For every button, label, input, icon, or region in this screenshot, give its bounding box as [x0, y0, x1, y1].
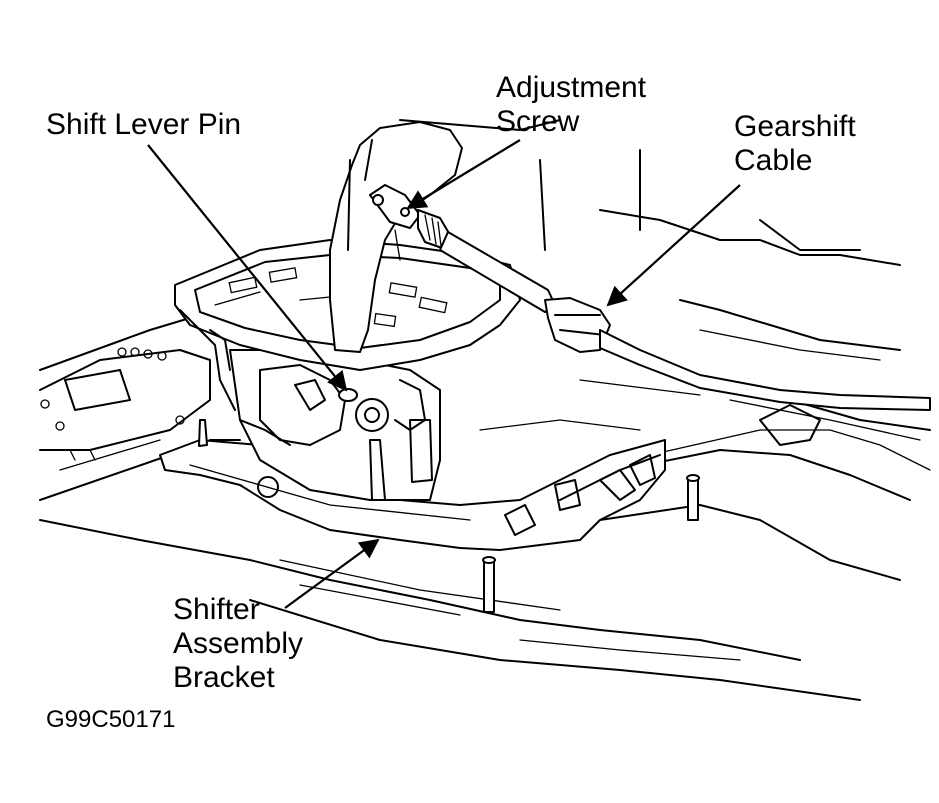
- console-panel: [399, 119, 901, 361]
- label-gearshift-cable-line1: Gearshift: [734, 110, 856, 143]
- shift-lever: [329, 121, 463, 353]
- label-shifter-assembly-bracket: Shifter Assembly Bracket: [173, 593, 303, 695]
- figure-code: G99C50171: [46, 706, 176, 733]
- label-gearshift-cable-line2: Cable: [734, 144, 813, 177]
- label-shifter-bracket-line3: Bracket: [173, 661, 275, 694]
- label-adjustment-screw-line2: Screw: [496, 105, 580, 138]
- left-panel: [39, 347, 211, 461]
- leader-gearshift-cable: [606, 184, 741, 307]
- label-gearshift-cable: Gearshift Cable: [734, 110, 856, 178]
- leader-adjustment-screw: [406, 139, 521, 210]
- label-adjustment-screw: Adjustment Screw: [496, 71, 646, 139]
- leader-shift-lever-pin: [147, 144, 348, 392]
- leader-lines: [147, 139, 741, 609]
- label-shifter-bracket-line2: Assembly: [173, 627, 304, 660]
- label-shift-lever-pin: Shift Lever Pin: [46, 108, 242, 141]
- leader-shifter-bracket: [284, 538, 380, 609]
- label-shifter-bracket-line1: Shifter: [173, 593, 260, 626]
- label-adjustment-screw-line1: Adjustment: [496, 71, 647, 104]
- gearshift-cable-drawing: [369, 184, 931, 411]
